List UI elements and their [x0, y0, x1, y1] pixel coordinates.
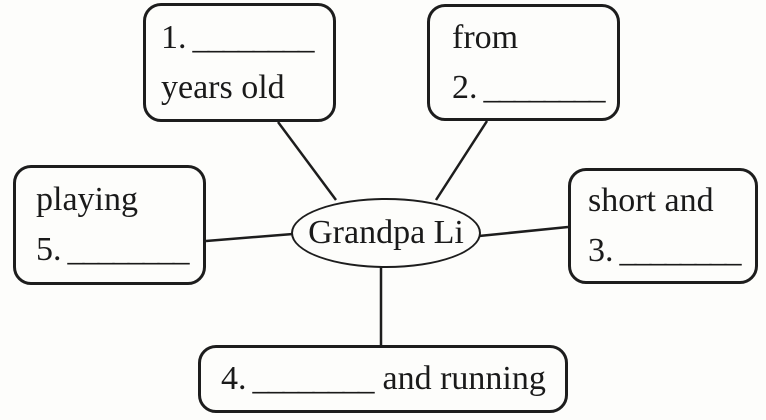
fill-in-blank-1: ________ [192, 18, 315, 56]
blank-number-2: 2. [452, 68, 478, 106]
connector-right [478, 225, 569, 238]
node-playing-line2: 5.________ [36, 225, 203, 275]
blank-number-4: 4. [221, 360, 247, 397]
blank-number-3: 3. [588, 232, 614, 269]
node-from-line2: 2.________ [452, 63, 617, 113]
node-appearance: short and 3.________ [568, 168, 758, 284]
node-appearance-line2: 3.________ [588, 226, 755, 276]
fill-in-blank-4: ________ [252, 360, 375, 397]
node-age: 1.________ years old [143, 3, 336, 122]
node-hobbies: 4.________and running [198, 345, 568, 413]
fill-in-blank-2: ________ [483, 68, 606, 106]
center-node-label: Grandpa Li [308, 214, 464, 251]
node-playing: playing 5.________ [13, 165, 206, 285]
connector-top-left [276, 121, 338, 201]
center-node: Grandpa Li [291, 198, 481, 268]
node-playing-line1: playing [36, 181, 138, 218]
node-from: from 2.________ [427, 4, 620, 121]
node-appearance-line1: short and [588, 182, 714, 219]
node-age-line2: years old [161, 68, 285, 106]
connector-left [205, 232, 294, 243]
fill-in-blank-3: ________ [619, 232, 742, 269]
node-hobbies-suffix: and running [382, 360, 546, 397]
node-hobbies-line1: 4.________and running [221, 354, 565, 404]
node-age-line1: 1.________ [161, 13, 333, 63]
blank-number-1: 1. [161, 18, 187, 56]
connector-top-right [434, 120, 489, 201]
fill-in-blank-5: ________ [67, 231, 190, 268]
blank-number-5: 5. [36, 231, 62, 268]
node-from-line1: from [452, 18, 519, 56]
